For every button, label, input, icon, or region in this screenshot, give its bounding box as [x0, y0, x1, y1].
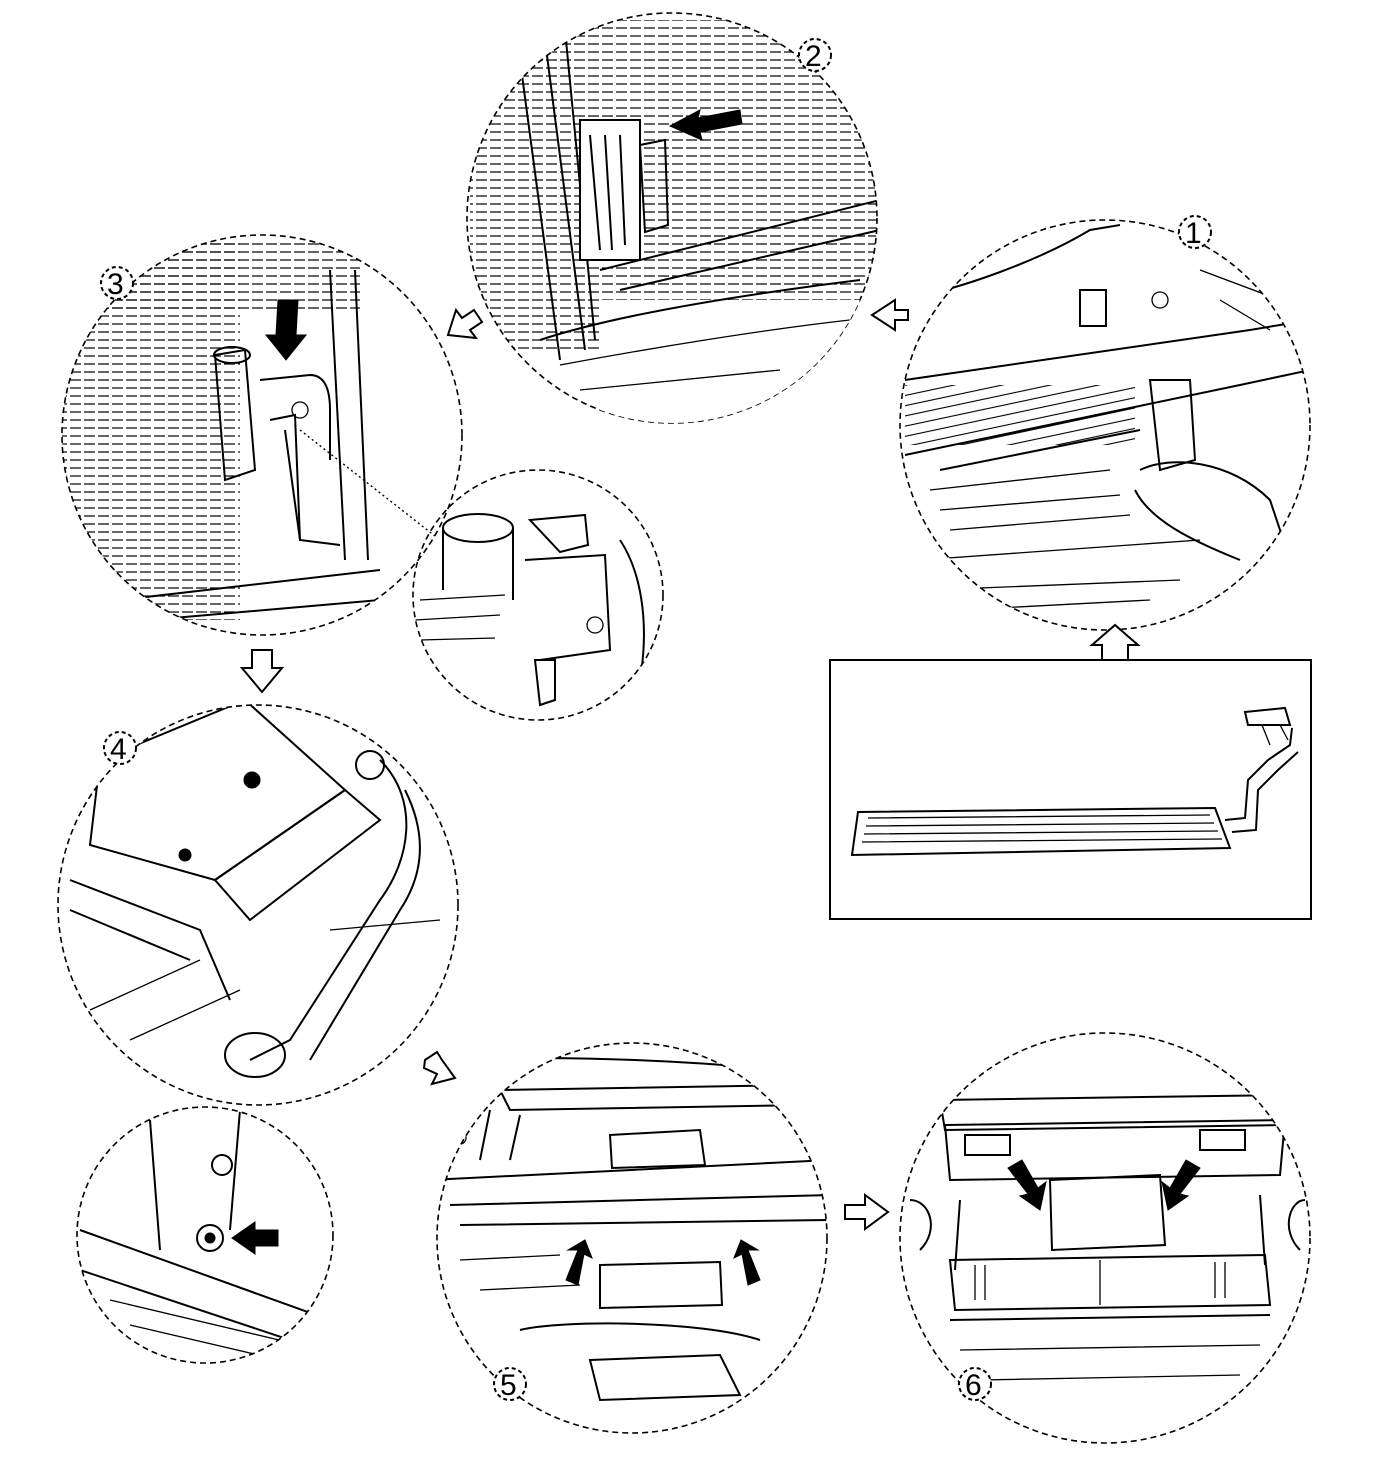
down-arrow-left-icon: [1007, 1159, 1047, 1211]
arrow-right-down-icon: [422, 1050, 457, 1086]
step-5-number: 5: [500, 1369, 517, 1402]
step-3-number: 3: [107, 268, 124, 301]
step-2-number: 2: [805, 40, 822, 73]
down-arrow-right-icon: [1161, 1159, 1201, 1211]
step-3-detail-view: [412, 469, 664, 721]
oil-cooler-inset: [829, 659, 1312, 920]
step-1-number: 1: [1185, 217, 1202, 250]
step-5-view: 5: [436, 1042, 828, 1434]
arrow-up-icon: [1089, 623, 1141, 661]
step-4-view: 4: [57, 704, 459, 1106]
step-4-number: 4: [110, 733, 127, 766]
step-6-view: 6: [899, 1032, 1311, 1444]
direction-arrow-icon: [668, 109, 743, 141]
down-arrow-icon: [264, 299, 308, 361]
arrow-left-icon: [870, 298, 909, 332]
step-1-view: 1: [899, 215, 1311, 631]
step-3-view: 3: [61, 234, 463, 636]
step-6-number: 6: [965, 1369, 982, 1402]
up-arrow-left-icon: [565, 1239, 593, 1286]
arrow-left-down-icon: [446, 307, 484, 340]
step-2-view: 2: [466, 12, 878, 424]
arrow-right-icon: [844, 1193, 890, 1231]
up-arrow-right-icon: [733, 1239, 761, 1286]
step-4-detail-view: [76, 1106, 334, 1364]
left-arrow-icon: [231, 1221, 279, 1255]
arrow-down-icon: [239, 649, 285, 694]
